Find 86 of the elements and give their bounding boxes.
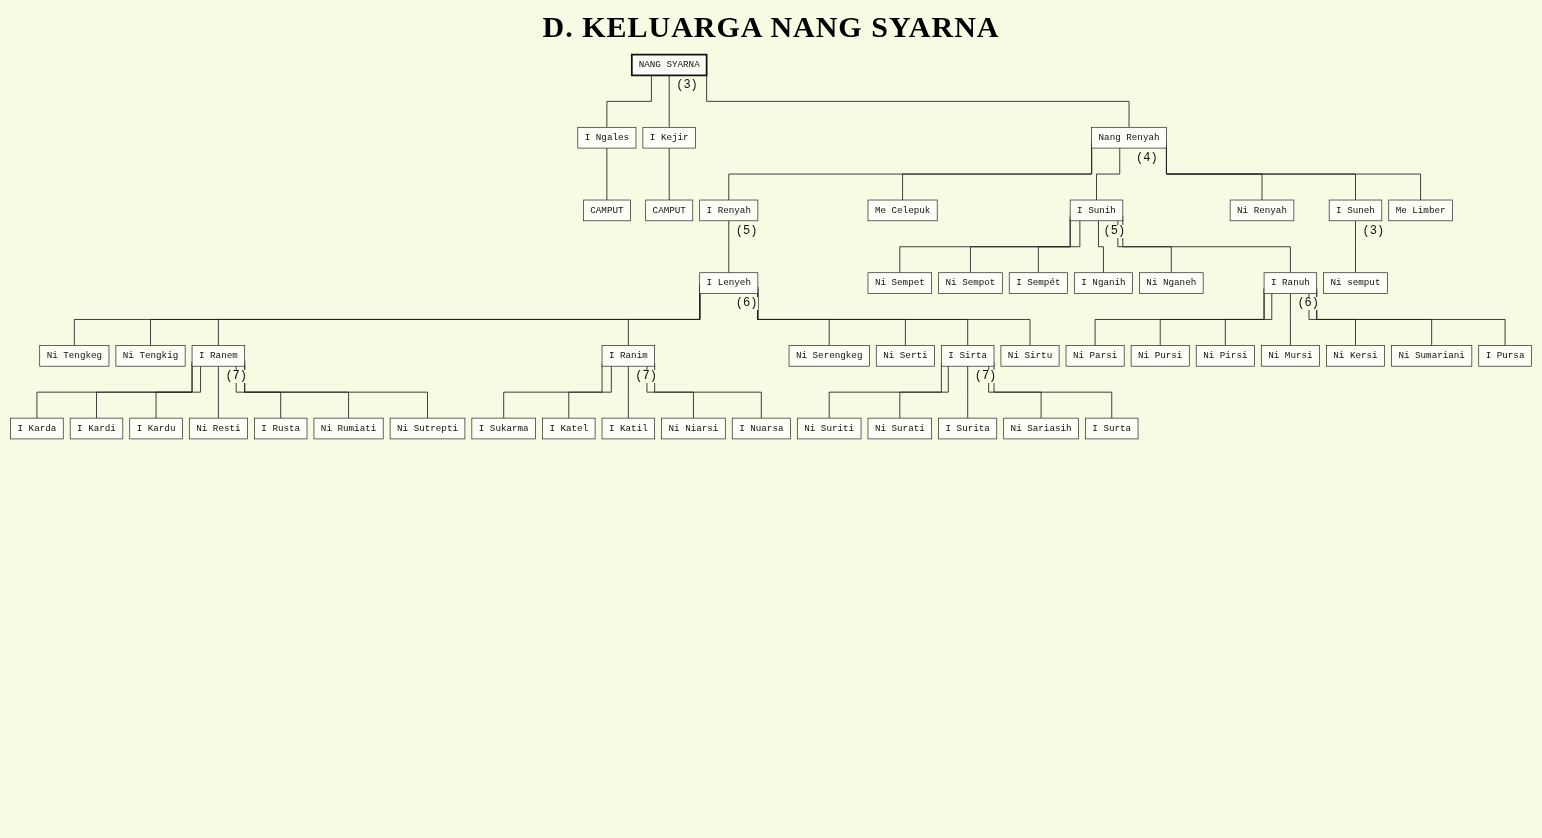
connector (1289, 293, 1291, 346)
generation-number: (5) (734, 224, 759, 238)
node-box: Ni Sempet (867, 272, 933, 294)
connector (668, 147, 670, 201)
node-box: Ni Niarsi (661, 417, 726, 440)
connector (1117, 220, 1172, 274)
node-box: I Surita (938, 417, 998, 440)
node-box: NANG SYARNA (630, 53, 708, 77)
connector (1037, 220, 1081, 274)
node-box: I Nuarsa (731, 417, 791, 440)
node-box: Ni Sirtu (1000, 345, 1060, 367)
node-box: CAMPUT (583, 199, 631, 222)
generation-number: (3) (675, 79, 699, 93)
connector (235, 365, 282, 419)
connector (988, 365, 1042, 419)
node-box: Ni Resti (188, 417, 248, 440)
node-box: I Karda (10, 417, 64, 440)
generation-number: (7) (973, 370, 998, 384)
node-box: Ni Rumiati (313, 417, 384, 440)
node-box: I Sirta (941, 345, 995, 367)
connector (155, 365, 201, 419)
node-box: Ni Serengkeg (788, 345, 870, 367)
connector (217, 365, 219, 419)
generation-number: (4) (1135, 152, 1159, 166)
connector (967, 365, 969, 419)
node-box: Ni Surati (867, 417, 933, 440)
connector (728, 220, 730, 274)
node-box: I Rusta (254, 417, 308, 440)
connector (1096, 147, 1121, 201)
node-box: I Ngales (577, 126, 637, 149)
node-box: Ni Sempot (938, 272, 1003, 294)
node-box: Ni Kersi (1326, 345, 1385, 367)
node-box: Ni Nganeh (1139, 272, 1204, 294)
node-box: I Ranim (601, 345, 655, 367)
node-box: I Sukarma (471, 417, 536, 440)
node-box: Ni Sutrepti (389, 417, 466, 440)
node-box: I Pursa (1478, 345, 1532, 367)
connector (606, 74, 652, 128)
generation-number: (5) (1102, 224, 1127, 238)
connector (1355, 220, 1356, 274)
connector (1224, 293, 1273, 346)
node-box: I Kejir (642, 126, 696, 149)
node-box: I Katil (601, 417, 655, 440)
connector (606, 147, 608, 201)
node-box: Ni Pirsi (1195, 345, 1255, 367)
node-box: Ni Pursi (1130, 345, 1190, 367)
generation-number: (6) (1296, 297, 1320, 311)
connector (668, 74, 670, 128)
node-box: Ni Tengkeg (39, 345, 110, 367)
node-box: I Suneh (1328, 199, 1383, 222)
node-box: I Ranuh (1263, 272, 1318, 294)
connector (627, 365, 629, 419)
node-box: I Renyah (699, 199, 759, 222)
node-box: Ni Renyah (1229, 199, 1295, 222)
connector (1098, 220, 1104, 274)
node-box: Ni Suriti (797, 417, 862, 440)
generation-number: (7) (634, 370, 658, 384)
connector (1308, 293, 1356, 346)
connector (646, 365, 694, 419)
node-box: Ni Mursi (1260, 345, 1320, 367)
node-box: I Kardi (69, 417, 124, 440)
node-box: I Sempét (1008, 272, 1068, 294)
node-box: Ni semput (1323, 272, 1388, 294)
generation-number: (7) (224, 370, 248, 384)
node-box: I Sunih (1069, 199, 1124, 222)
node-box: Me Limber (1388, 199, 1453, 222)
node-box: CAMPUT (645, 199, 694, 222)
node-box: I Kardu (129, 417, 183, 440)
node-box: Ni Serti (875, 345, 935, 367)
node-box: I Surta (1085, 417, 1139, 440)
node-box: I Nganih (1074, 272, 1133, 294)
generation-number: (6) (734, 297, 759, 311)
node-box: Nang Renyah (1091, 126, 1167, 149)
connector (568, 365, 612, 419)
connector (899, 365, 949, 419)
node-box: I Katel (542, 417, 596, 440)
node-box: I Ranem (191, 345, 246, 367)
node-box: Ni Sumariani (1391, 345, 1473, 367)
connector (627, 293, 701, 346)
diagram-title: D. KELUARGA NANG SYARNA (541, 10, 1001, 44)
generation-number: (3) (1361, 224, 1386, 238)
node-box: Me Celepuk (867, 199, 938, 222)
node-box: Ni Tengkig (115, 345, 186, 367)
node-box: I Lenyeh (699, 272, 759, 294)
node-box: Ni Parsi (1065, 345, 1125, 367)
node-box: Ni Sariasih (1003, 417, 1079, 440)
